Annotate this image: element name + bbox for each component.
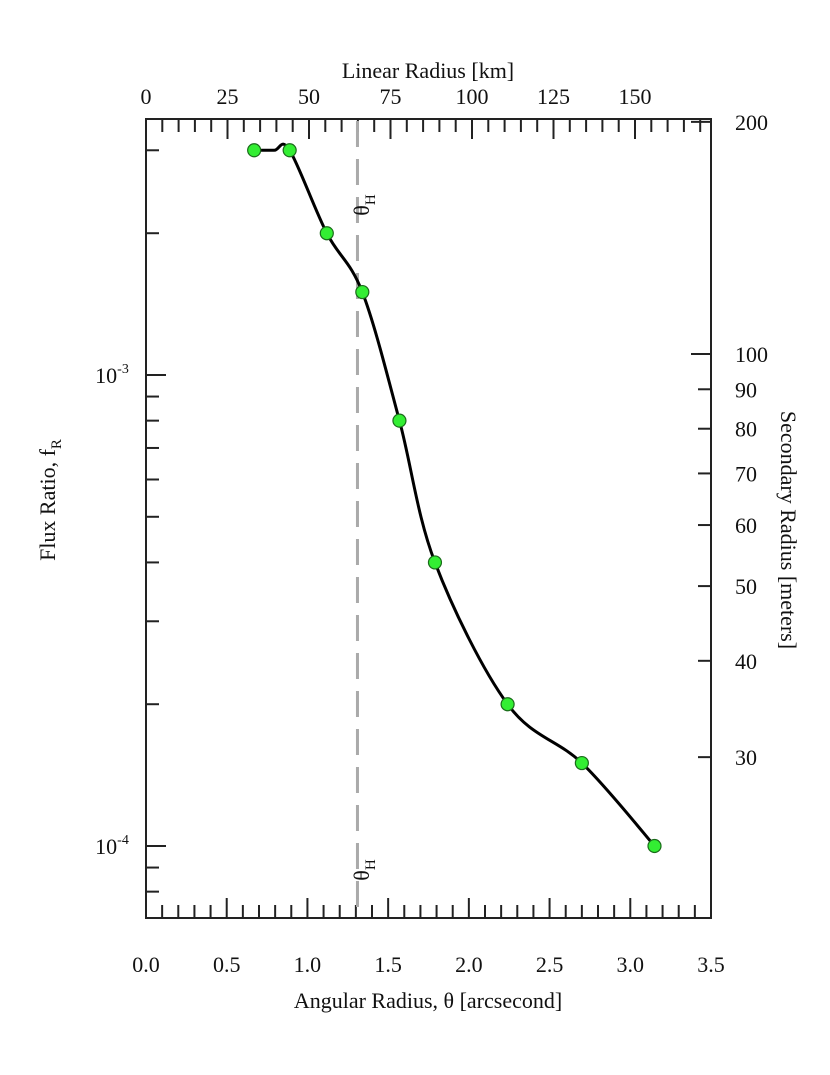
data-point [319,226,334,241]
top-tick-label: 100 [456,84,489,109]
bottom-tick-label: 3.5 [697,952,725,977]
bottom-tick-label: 0.0 [132,952,160,977]
right-tick-label: 30 [735,745,757,770]
axis-tick-labels: 0.0 0.5 1.0 1.5 2.0 2.5 3.0 3.5 0 25 50 75 100 125 150… [95,84,768,977]
top-tick-label: 125 [537,84,570,109]
top-tick-label: 0 [141,84,152,109]
right-tick-label: 50 [735,574,757,599]
data-point [282,143,297,158]
data-point [392,413,407,428]
data-point [427,555,443,570]
top-tick-label: 150 [619,84,652,109]
left-tick-label: 10-3 [95,362,129,388]
bottom-axis-title: Angular Radius, θ [arcsecond] [294,988,562,1013]
data-point [574,755,589,771]
left-tick-label: 10-4 [95,833,129,859]
bottom-tick-label: 1.0 [294,952,322,977]
bottom-tick-label: 0.5 [213,952,241,977]
left-axis-title: Flux Ratio, fR [35,439,65,561]
top-tick-label: 50 [298,84,320,109]
plot-frame [145,118,712,919]
bottom-tick-label: 3.0 [617,952,645,977]
bottom-tick-label: 2.5 [536,952,564,977]
right-axis-title: Secondary Radius [meters] [776,411,801,649]
top-axis-title: Linear Radius [km] [342,58,514,83]
theta-h-sub: H [363,859,379,870]
data-point [247,143,262,158]
theta-h-label-bottom: θH [349,859,379,881]
bottom-tick-label: 2.0 [455,952,483,977]
right-tick-label: 70 [735,461,757,486]
right-tick-label: 40 [735,649,757,674]
right-tick-label: 100 [735,342,768,367]
theta-h-label-top: θH [349,194,379,216]
theta-h-main: θ [349,870,374,881]
data-points [247,143,662,854]
bottom-tick-label: 1.5 [374,952,402,977]
data-point [500,697,515,712]
right-tick-label: 90 [735,377,757,402]
fit-curve [254,142,656,847]
data-point [355,284,370,300]
top-tick-label: 25 [217,84,239,109]
theta-h-main: θ [349,205,374,216]
axis-ticks [146,119,711,918]
top-tick-label: 75 [380,84,402,109]
right-tick-label: 200 [735,110,768,135]
left-axis-title-sub: R [49,439,65,449]
left-axis-title-main: Flux Ratio, f [35,448,60,561]
data-point [647,838,662,854]
theta-h-sub: H [363,194,379,205]
right-tick-label: 80 [735,417,757,442]
right-tick-label: 60 [735,513,757,538]
